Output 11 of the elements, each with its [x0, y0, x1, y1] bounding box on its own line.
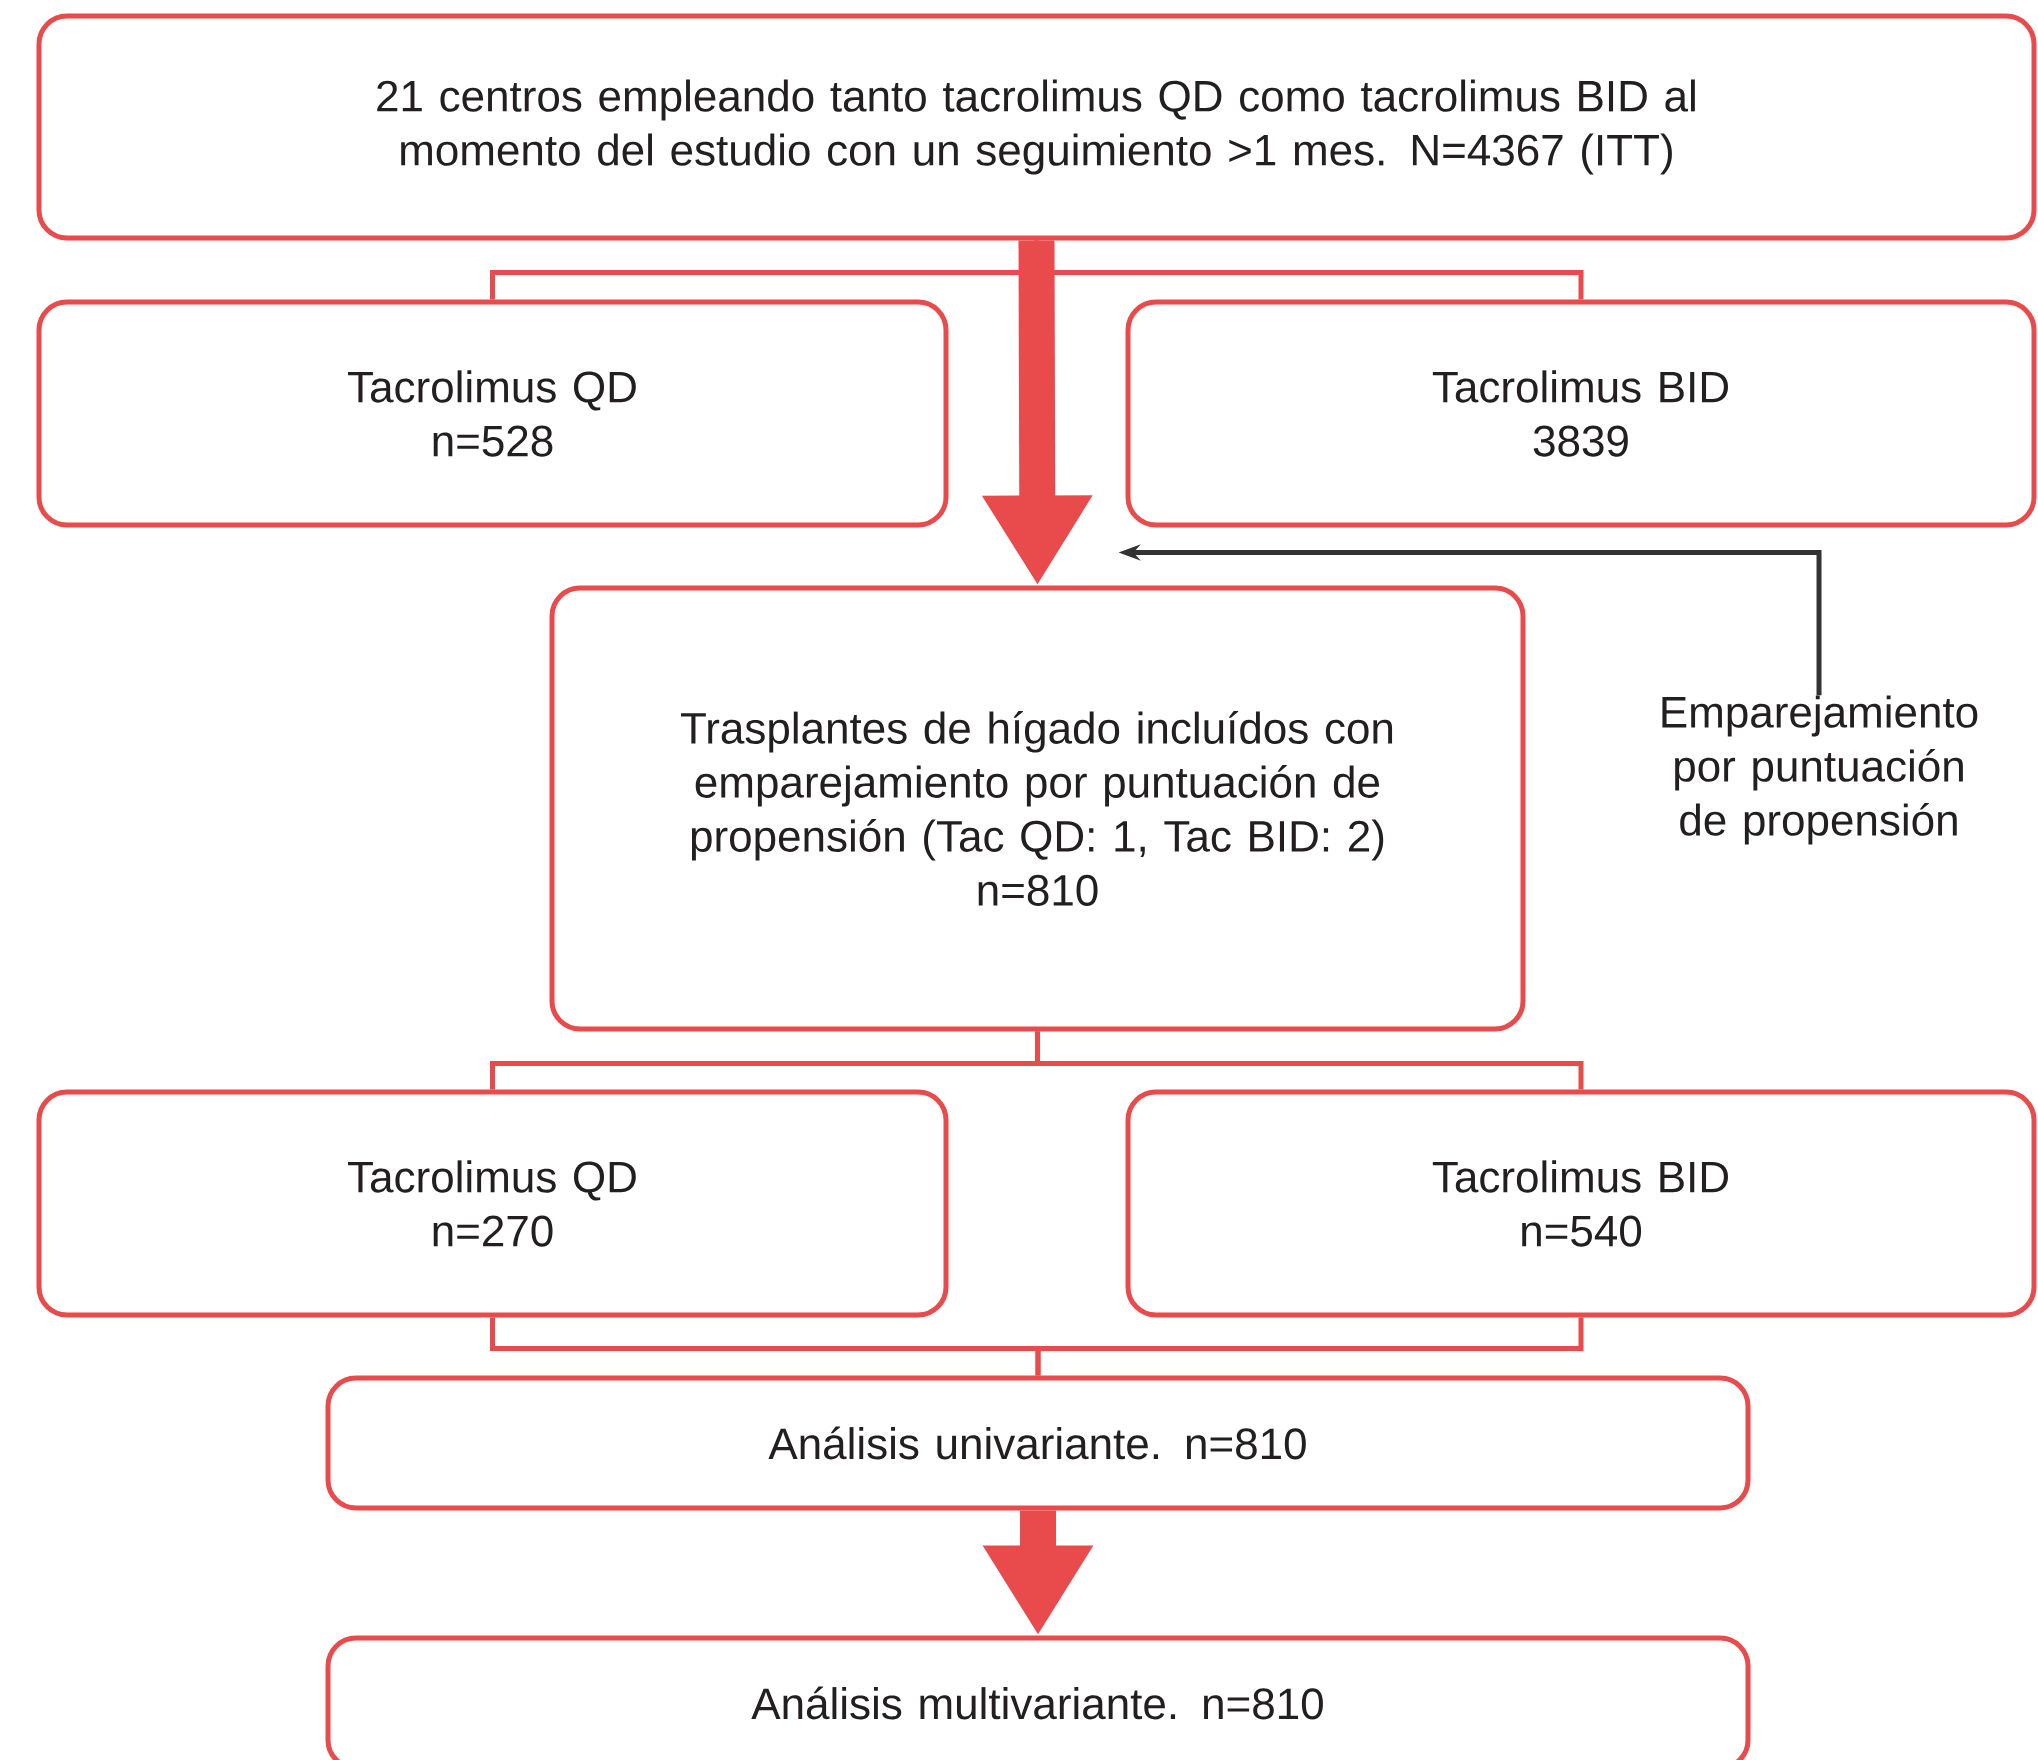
connector-line [1035, 1031, 1584, 1090]
side-note: Emparejamiento por puntuación de propensión [1662, 695, 1978, 845]
process-box: Análisis multivariante. n=810 [325, 1635, 1751, 1760]
process-box: Tacrolimus QD n=270 [36, 1089, 949, 1318]
process-box: Trasplantes de hígado incluídos con emparejamiento por puntuación de propensión (Tac QD: 1, Tac BID: 2) n=810 [549, 585, 1526, 1032]
process-box: Tacrolimus BID n=540 [1125, 1089, 2037, 1318]
process-box: Tacrolimus BID 3839 [1125, 299, 2037, 528]
connector-line [1035, 1317, 1584, 1376]
process-box: 21 centros empleando tanto tacrolimus QD como tacrolimus BID al momento del estudio con un seguimiento >1 mes. N=4367 (ITT) [36, 13, 2037, 241]
process-box: Tacrolimus QD n=528 [36, 299, 949, 528]
process-box: Análisis univariante. n=810 [325, 1375, 1751, 1511]
